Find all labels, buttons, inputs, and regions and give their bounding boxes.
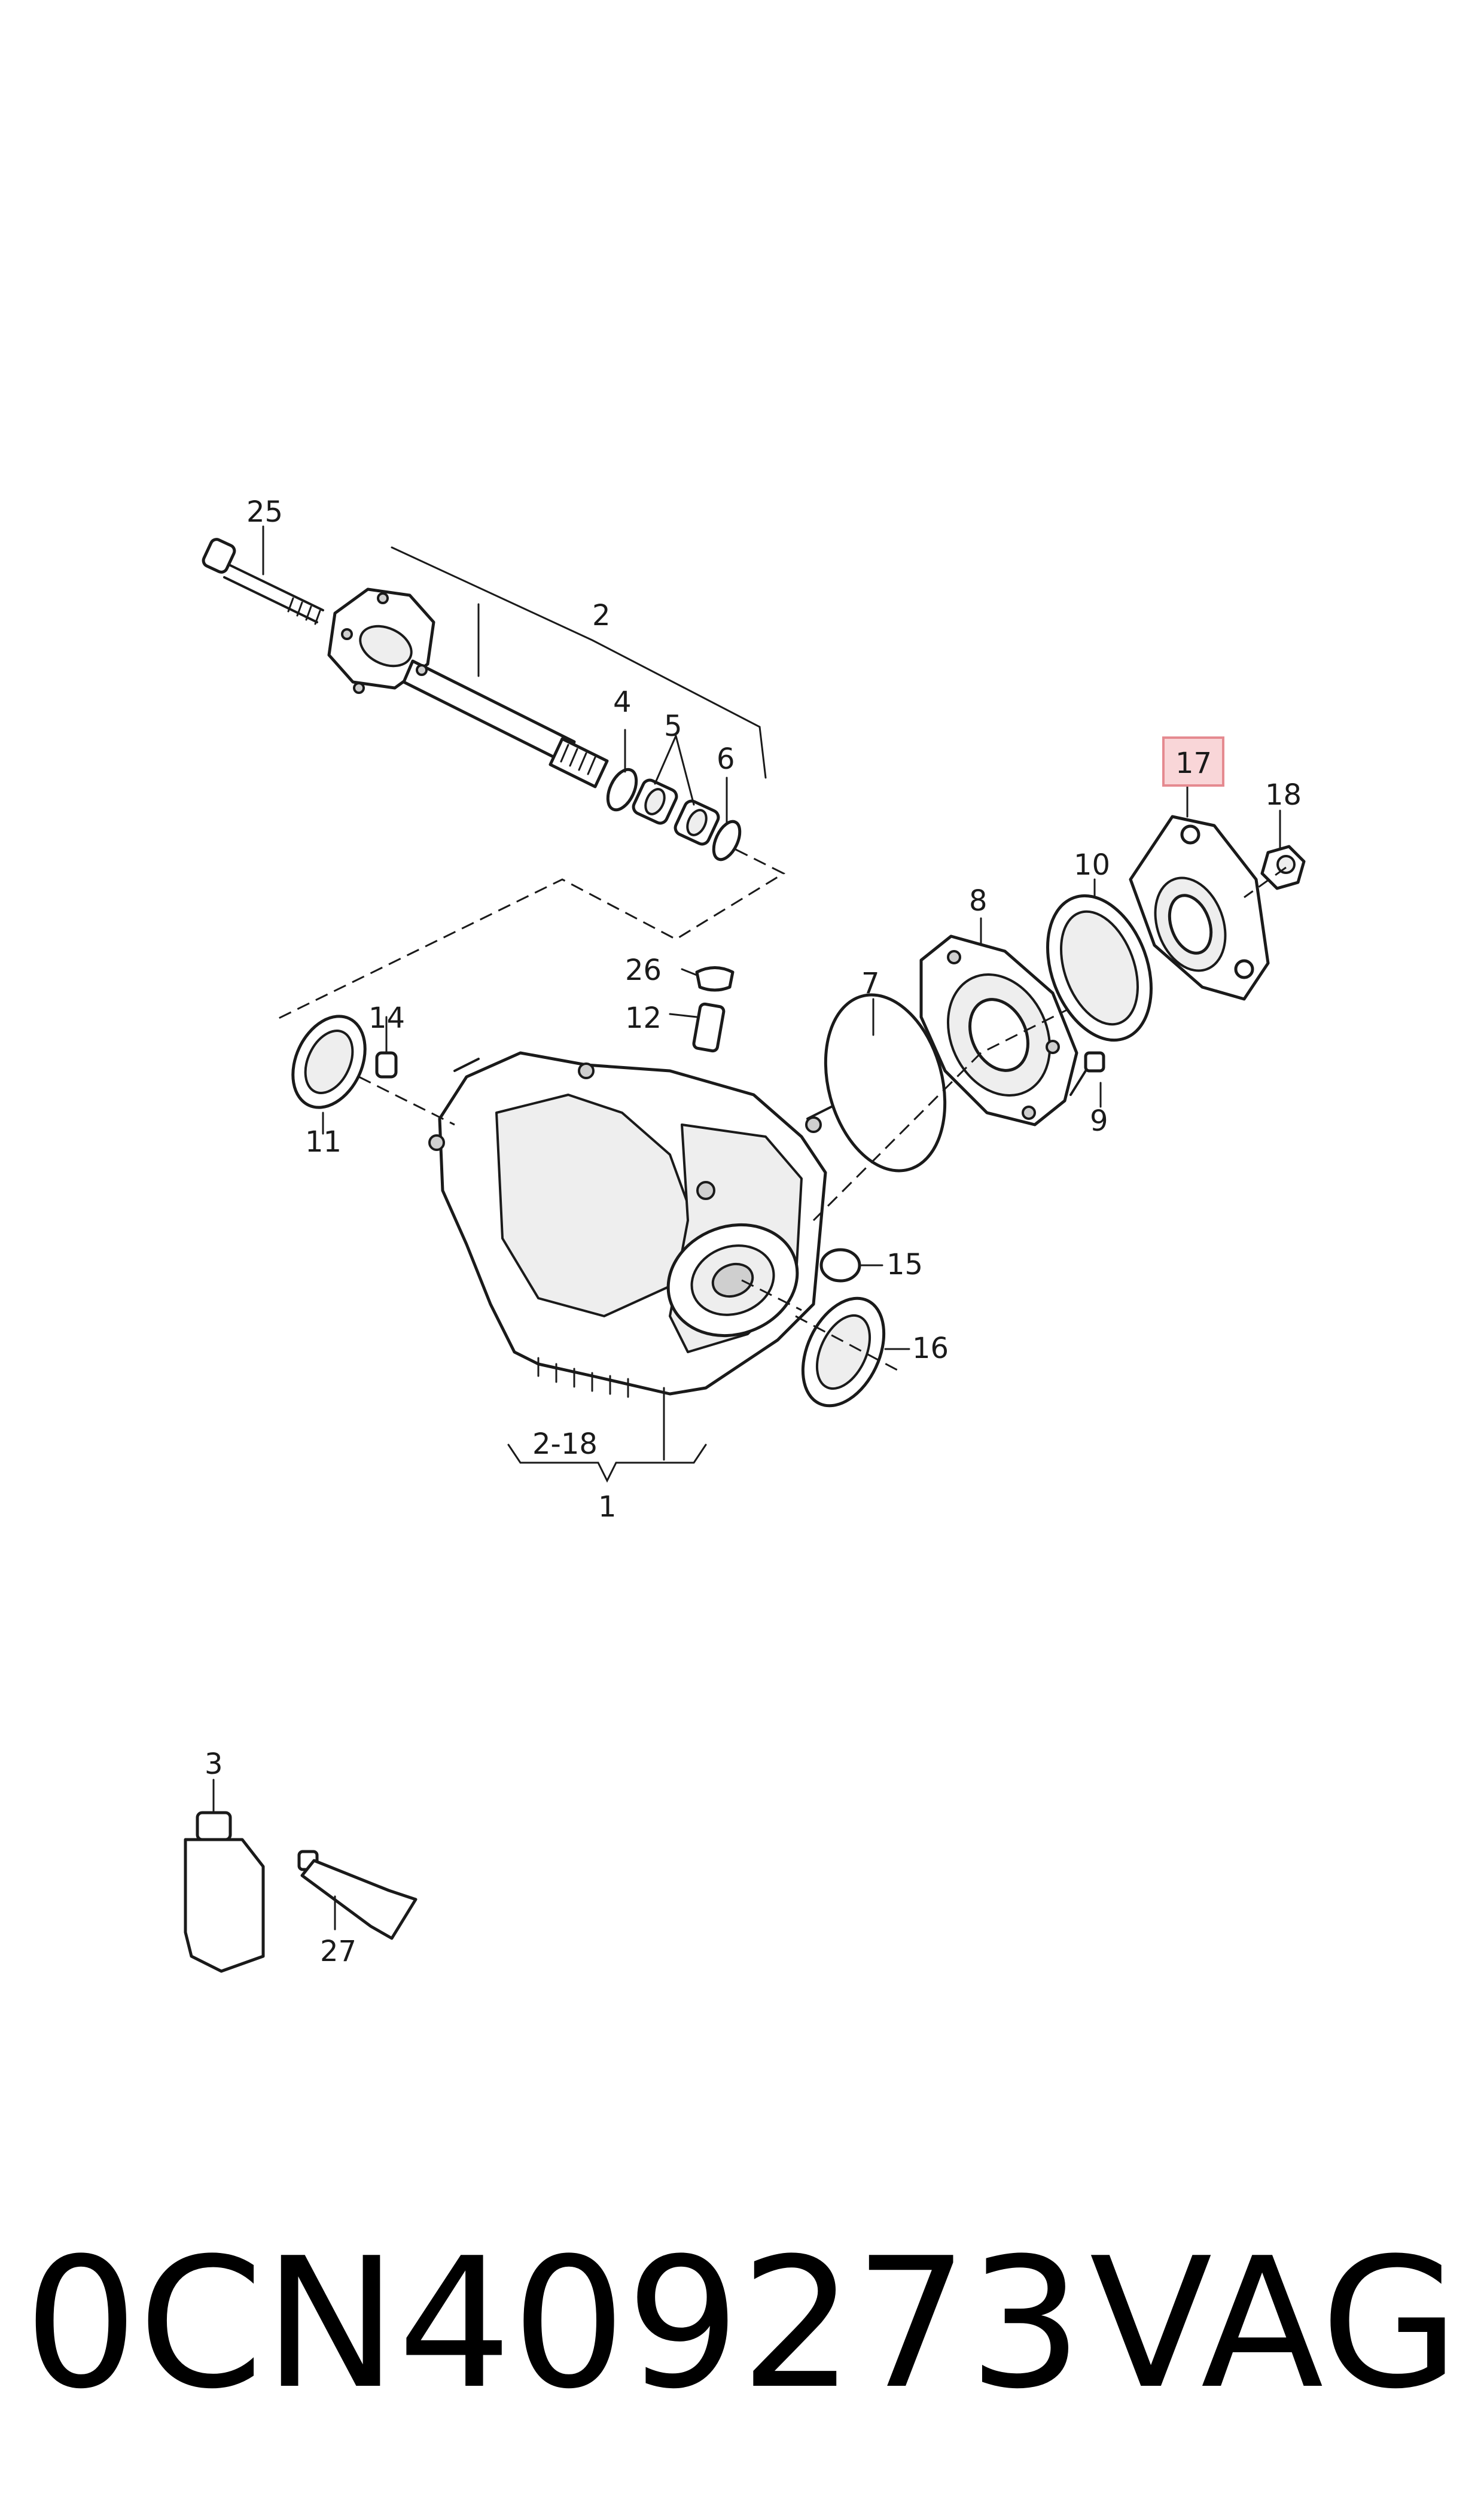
- callout-25: 25: [246, 495, 283, 529]
- callout-8: 8: [969, 884, 988, 918]
- callout-7: 7: [861, 967, 880, 1000]
- callout-2: 2: [592, 599, 611, 632]
- callout-9: 9: [1090, 1104, 1108, 1138]
- oil-bottle-3: [184, 1779, 265, 1973]
- nut-18: [1260, 845, 1306, 890]
- cap-26: [695, 966, 735, 992]
- callout-6: 6: [717, 742, 735, 776]
- callout-18: 18: [1265, 778, 1302, 812]
- callout-2-18: 2-18: [532, 1427, 598, 1461]
- circlip-6: [712, 820, 742, 861]
- callout-10: 10: [1074, 848, 1110, 882]
- part-number: 0CN409273: [24, 2219, 1083, 2428]
- plug-15: [819, 1248, 861, 1283]
- bolt-9: [1069, 1051, 1105, 1096]
- sleeve-12: [692, 1002, 726, 1053]
- seal-11: [291, 1015, 367, 1109]
- callout-12: 12: [625, 1001, 662, 1035]
- cover-8: [919, 934, 1078, 1126]
- callout-17: 17: [1175, 747, 1212, 780]
- bolt-25: [202, 538, 324, 625]
- seal-16: [801, 1296, 886, 1408]
- callout-11: 11: [305, 1125, 342, 1159]
- circlip-4: [606, 768, 638, 812]
- callout-26: 26: [625, 954, 662, 987]
- sealant-tube-27: [297, 1850, 418, 1940]
- brand-name: VAG: [1089, 2219, 1459, 2428]
- drive-shaft-2: [327, 587, 609, 788]
- callout-4: 4: [613, 686, 632, 719]
- seal-ring-10: [1046, 894, 1153, 1042]
- callout-16: 16: [912, 1332, 949, 1365]
- gearbox-housing-1: [428, 1051, 833, 1398]
- o-ring-7: [824, 993, 947, 1173]
- plug-14: [375, 1016, 398, 1079]
- callout-3: 3: [205, 1747, 223, 1781]
- callout-14: 14: [368, 1001, 405, 1035]
- callout-27: 27: [320, 1935, 356, 1968]
- part-number-caption: 0CN409273 VAG: [24, 2225, 1459, 2423]
- highlight-box-17: [1162, 736, 1224, 787]
- callout-1: 1: [598, 1490, 617, 1524]
- callout-5: 5: [664, 710, 682, 743]
- flange-17: [1129, 815, 1270, 1001]
- bearing-5: [632, 778, 720, 846]
- callout-15: 15: [886, 1248, 923, 1281]
